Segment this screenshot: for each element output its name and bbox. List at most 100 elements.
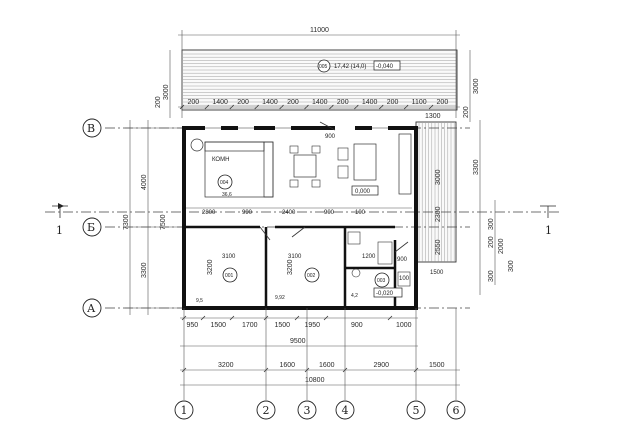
axis-number-label: 4	[342, 404, 349, 417]
living-inner-dims: 2800 990 2400 900 100	[186, 207, 412, 216]
top-overall-dim: 11000	[310, 27, 329, 34]
bottom-row1-dim: 950	[187, 322, 199, 329]
terrace-left-dim-200: 200	[155, 96, 162, 108]
left-dim-7500: 7500	[160, 214, 167, 230]
right-dim-300c: 300	[488, 270, 495, 282]
bottom-row1-dim: 1500	[211, 322, 227, 329]
right-dim-300b: 300	[508, 260, 515, 272]
axis-number-bubble	[335, 400, 355, 420]
axis-letter-a: А	[87, 302, 96, 315]
level-wet: -0,020	[376, 291, 394, 297]
top-seg-dim: 200	[337, 99, 349, 106]
terrace-right-dim-200: 200	[463, 106, 470, 118]
terrace-deck	[181, 49, 458, 111]
room-003-area: 4,2	[351, 293, 358, 299]
section-marks: 1 1	[52, 203, 556, 237]
left-dim-3300: 3300	[141, 262, 148, 278]
room-001-id: 001	[225, 273, 234, 279]
top-dimensions: 11000 200 1400 200 1400 200 1400 200 1400 200 110…	[178, 27, 460, 118]
room-001-height: 3200	[207, 259, 214, 275]
corridor-dim: 900	[325, 134, 336, 140]
axis-number-bubble	[446, 400, 466, 420]
bottom-row2-dim: 1600	[319, 362, 335, 369]
interior-walls	[184, 121, 409, 308]
axis-number-bubble	[174, 400, 194, 420]
bottom-total-9500: 9500	[290, 338, 306, 345]
bottom-row1-dim: 1950	[305, 322, 321, 329]
axis-number-label: 5	[413, 404, 420, 417]
top-seg-dim: 200	[187, 99, 199, 106]
room-labels: 004 КОМН 36,6 001 9,5 3100 3200 002 9,92…	[196, 157, 390, 304]
top-seg-dim: 200	[237, 99, 249, 106]
room-004-id: 004	[220, 180, 229, 186]
terrace-right-dim-3000: 3000	[473, 78, 480, 94]
right-dim-200: 200	[488, 236, 495, 248]
bottom-total-10800: 10800	[305, 377, 325, 384]
top-seg-dim: 1400	[312, 99, 328, 106]
living-dim-900: 900	[324, 210, 335, 216]
top-seg-dim: 1400	[262, 99, 278, 106]
top-seg-dim: 200	[437, 99, 449, 106]
right-dim-300a: 300	[488, 218, 495, 230]
axis-number-bubble	[297, 400, 317, 420]
top-seg-dim: 1400	[362, 99, 378, 106]
porch-dim-2000: 2300	[435, 206, 442, 222]
bottom-row1-dim: 900	[351, 322, 363, 329]
room-001-area: 9,5	[196, 298, 203, 304]
room-002-width: 3100	[288, 254, 302, 260]
left-dim-4000: 4000	[141, 174, 148, 190]
top-seg-dim: 1400	[212, 99, 228, 106]
living-dim-2400: 2400	[282, 210, 296, 216]
bottom-row1-dim: 1700	[242, 322, 258, 329]
room-002-area: 9,92	[275, 295, 285, 301]
axis-number-label: 6	[453, 404, 460, 417]
living-dim-100: 100	[355, 210, 366, 216]
bottom-row1-dim: 1000	[396, 322, 412, 329]
porch-dim-1500: 1500	[430, 270, 444, 276]
bottom-row2-dim: 1500	[429, 362, 445, 369]
bottom-dimensions: 950 1500 1700 1500 1950 900 1000 9500 3200 1600…	[180, 308, 460, 400]
axis-number-label: 3	[304, 404, 311, 417]
room-003-id: 003	[377, 278, 386, 284]
inner-dim-100: 100	[399, 276, 410, 282]
terrace-marker: 005	[319, 64, 328, 70]
section-mark-left: 1	[56, 224, 63, 237]
axis-number-bubble	[406, 400, 426, 420]
top-seg-dim: 200	[387, 99, 399, 106]
level-main: 0,000	[355, 189, 371, 195]
bottom-row2-dim: 2900	[374, 362, 390, 369]
axis-number-bubble	[256, 400, 276, 420]
terrace-level: -0,040	[376, 64, 394, 70]
axis-letter-v: В	[87, 122, 95, 135]
room-003-width: 1200	[362, 254, 376, 260]
room-001-width: 3100	[222, 254, 236, 260]
axis-letter-b: Б	[87, 221, 95, 234]
bottom-row1-dim: 1500	[275, 322, 291, 329]
living-dim-2800: 2800	[202, 210, 216, 216]
right-dimensions: 3300 300 200 2000 300 300 3000 2300 2550	[435, 120, 515, 295]
living-dim-990: 990	[242, 210, 253, 216]
top-seg-dim: 200	[287, 99, 299, 106]
porch-deck	[415, 121, 457, 263]
left-dim-7300: 7300	[123, 214, 130, 230]
section-mark-right: 1	[545, 224, 552, 237]
right-dim-2000: 2000	[498, 238, 505, 254]
terrace-right-dim-1300: 1300	[425, 113, 441, 120]
room-004-name: КОМН	[212, 157, 229, 163]
axis-number-label: 2	[263, 404, 270, 417]
terrace-left-dim-3000: 3000	[163, 84, 170, 100]
left-dimensions: 4000 3300 7300 7500	[123, 120, 182, 315]
room-004-area: 36,6	[222, 192, 232, 198]
porch-dim-2550: 2550	[435, 239, 442, 255]
bottom-row2-dim: 3200	[218, 362, 234, 369]
inner-dim-900: 900	[397, 257, 408, 263]
axis-bubbles-letters: В Б А	[82, 118, 102, 318]
right-dim-3300: 3300	[473, 159, 480, 175]
terrace-marker-circle	[317, 59, 331, 73]
room-002-height: 3200	[287, 259, 294, 275]
porch-dim-3000: 3000	[435, 169, 442, 185]
room-002-id: 002	[307, 273, 316, 279]
top-seg-dim: 1100	[412, 99, 427, 106]
